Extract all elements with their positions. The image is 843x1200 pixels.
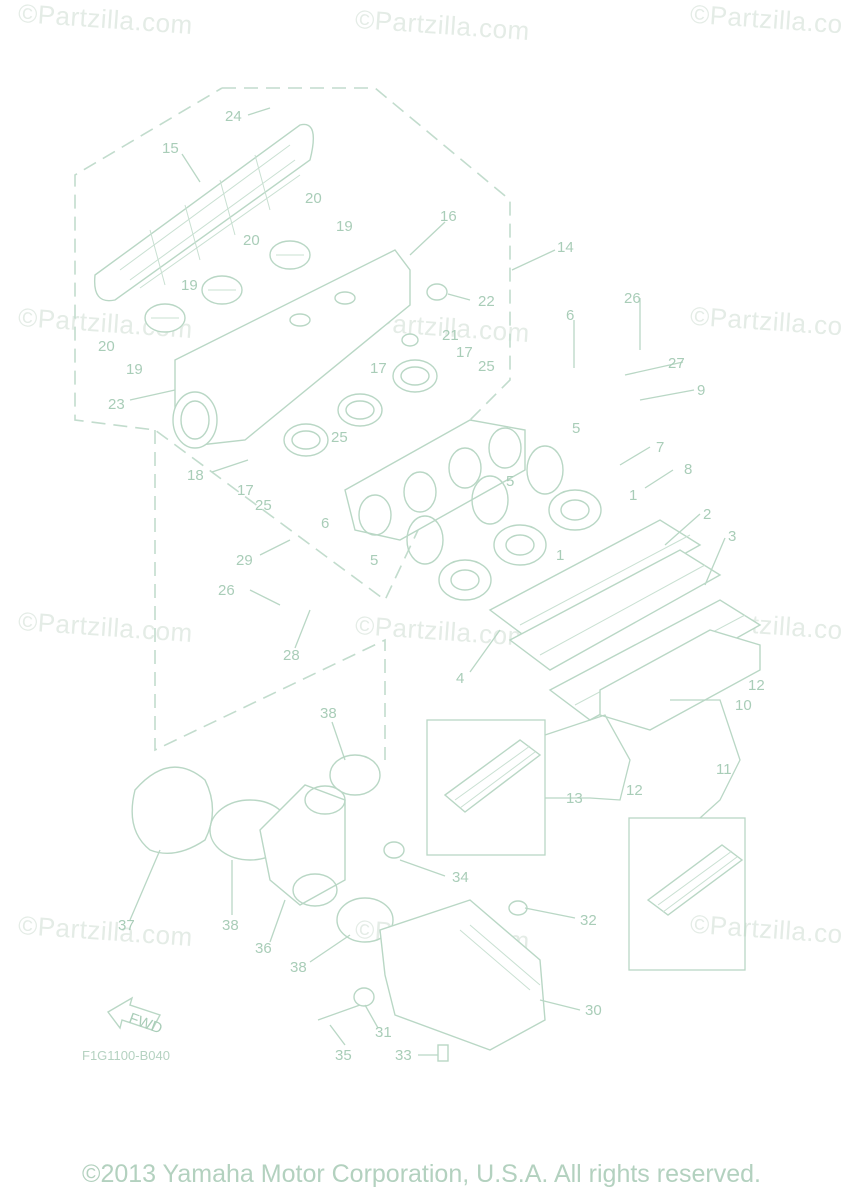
callout-2: 2: [703, 506, 711, 523]
throttle-body-part: [344, 419, 526, 541]
leader-line: [670, 699, 741, 819]
airbox-plate-part: [172, 249, 411, 449]
callout-5: 5: [370, 552, 378, 569]
callout-7: 7: [656, 439, 664, 456]
callout-17: 17: [456, 344, 473, 361]
silencer-box-part: [379, 899, 546, 1051]
callout-35: 35: [335, 1047, 352, 1064]
callout-32: 32: [580, 912, 597, 929]
leader-lines: [129, 107, 726, 1056]
callout-21: 21: [442, 327, 459, 344]
callout-19: 19: [181, 277, 198, 294]
callout-10: 10: [735, 697, 752, 714]
callout-labels: 24 15 20 16 19 20 19 14 22 20 19 21 17 2…: [98, 108, 765, 1064]
callout-6: 6: [566, 307, 574, 324]
drain-part: [437, 1044, 449, 1062]
callout-24: 24: [225, 108, 242, 125]
callout-6: 6: [321, 515, 329, 532]
callout-26: 26: [624, 290, 641, 307]
intake-cover-part: [93, 123, 314, 302]
callout-20: 20: [98, 338, 115, 355]
callout-12: 12: [748, 677, 765, 694]
callout-38: 38: [290, 959, 307, 976]
drawing-code: F1G1100-B040: [82, 1048, 170, 1063]
callout-14: 14: [557, 239, 574, 256]
copyright-notice: ©2013 Yamaha Motor Corporation, U.S.A. A…: [82, 1160, 761, 1188]
callout-18: 18: [187, 467, 204, 484]
callout-25: 25: [255, 497, 272, 514]
clamp-part: [406, 445, 564, 565]
bolt-part: [317, 1004, 361, 1021]
callout-38: 38: [222, 917, 239, 934]
callout-13: 13: [566, 790, 583, 807]
callout-38: 38: [320, 705, 337, 722]
callout-34: 34: [452, 869, 469, 886]
callout-3: 3: [728, 528, 736, 545]
reed-valve-part: [599, 629, 761, 731]
callout-26: 26: [218, 582, 235, 599]
grommet-part: [401, 283, 448, 347]
callout-12: 12: [626, 782, 643, 799]
callout-19: 19: [126, 361, 143, 378]
clip-part: [383, 841, 405, 859]
callout-29: 29: [236, 552, 253, 569]
callout-5: 5: [506, 473, 514, 490]
grommet-part: [508, 900, 528, 916]
callout-30: 30: [585, 1002, 602, 1019]
callout-11: 11: [716, 761, 732, 778]
callout-8: 8: [684, 461, 692, 478]
group-boundary-lower: [154, 430, 386, 760]
callout-19: 19: [336, 218, 353, 235]
callout-17: 17: [370, 360, 387, 377]
callout-1: 1: [556, 547, 564, 564]
callout-28: 28: [283, 647, 300, 664]
callout-15: 15: [162, 140, 179, 157]
reed-valve-detail-13: [443, 739, 542, 813]
callout-31: 31: [375, 1024, 392, 1041]
detail-box-13: [426, 719, 546, 856]
funnel-part: [283, 359, 438, 457]
detail-box-11: [628, 817, 746, 971]
callout-25: 25: [478, 358, 495, 375]
callout-33: 33: [395, 1047, 412, 1064]
callout-5: 5: [572, 420, 580, 437]
callout-4: 4: [456, 670, 464, 687]
callout-25: 25: [331, 429, 348, 446]
leader-line: [544, 714, 631, 801]
intake-duct-part: [259, 784, 346, 907]
callout-27: 27: [668, 355, 685, 372]
callout-16: 16: [440, 208, 457, 225]
collar-part: [353, 987, 375, 1007]
cap-part: [144, 240, 311, 333]
callout-17: 17: [237, 482, 254, 499]
callout-36: 36: [255, 940, 272, 957]
filter-element-part: [131, 766, 214, 854]
callout-20: 20: [305, 190, 322, 207]
callout-9: 9: [697, 382, 705, 399]
callout-23: 23: [108, 396, 125, 413]
callout-1: 1: [629, 487, 637, 504]
forward-arrow-icon: FWD: [106, 996, 165, 1037]
callout-22: 22: [478, 293, 495, 310]
joint-part: [438, 489, 602, 601]
callout-37: 37: [118, 917, 135, 934]
callout-20: 20: [243, 232, 260, 249]
reed-valve-detail-11: [646, 844, 744, 916]
